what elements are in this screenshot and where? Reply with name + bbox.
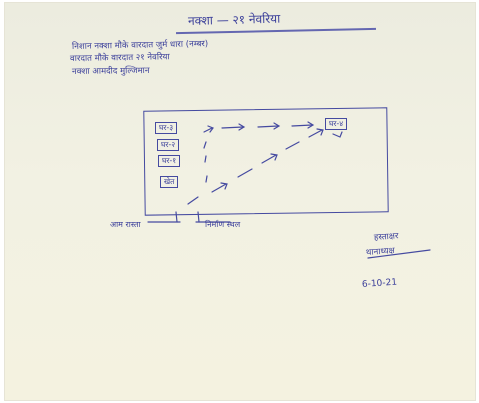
sketch-tag: घर-१ xyxy=(158,155,181,167)
sketch-tag: घर-२ xyxy=(157,139,180,151)
signature-name: हस्ताक्षर xyxy=(373,231,399,243)
sketch-tag: खेत xyxy=(160,176,179,188)
paper-sheet xyxy=(4,2,476,401)
sketch-tag-right: घर-४ xyxy=(325,118,348,130)
page-title: नक्शा — २१ नेवरिया xyxy=(187,11,281,28)
site-label: निर्माण स्थल xyxy=(205,220,241,229)
note-line-3: नक्शा आमदीद मुल्जिमान xyxy=(71,65,150,77)
sketch-tag: घर-३ xyxy=(155,122,178,134)
signature-role: थानाध्यक्ष xyxy=(365,246,396,258)
road-label: आम रास्ता xyxy=(110,220,141,229)
note-line-2: वारदात मौके वारदात २१ नेवरिया xyxy=(69,52,170,64)
